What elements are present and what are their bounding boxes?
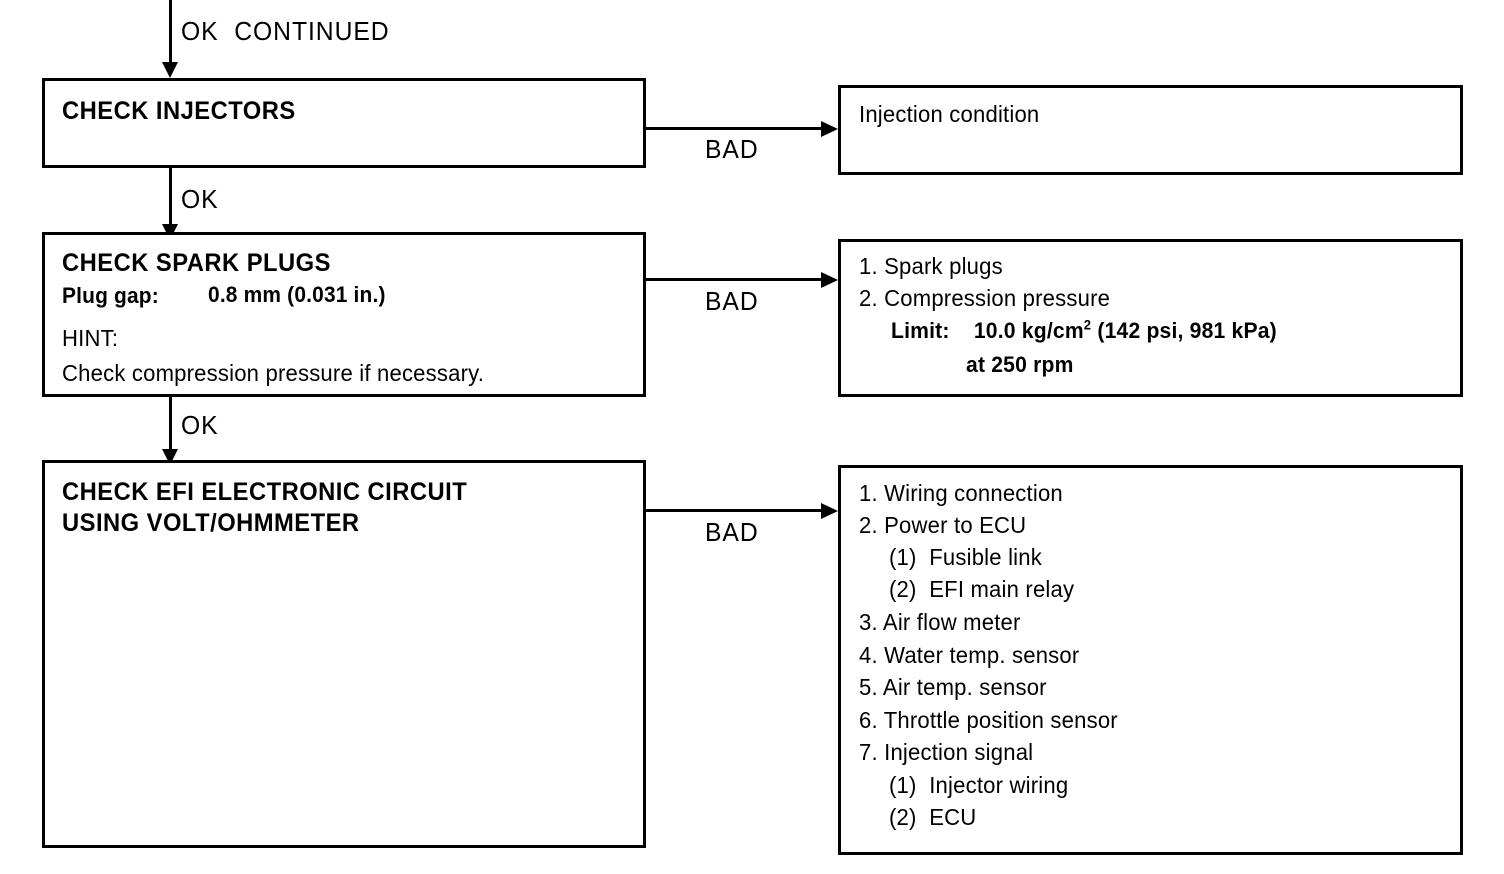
result-box-injection-condition[interactable]: Injection condition <box>838 85 1463 175</box>
result-line: Injection condition <box>859 101 1040 127</box>
result-line: 2. Compression pressure <box>859 285 1111 311</box>
result-line: at 250 rpm <box>966 352 1074 377</box>
step-box-check-injectors[interactable]: CHECK INJECTORS <box>42 78 646 168</box>
step-title-check-efi-circuit-line1: CHECK EFI ELECTRONIC CIRCUIT <box>62 478 468 506</box>
bad-edge-label-3: BAD <box>705 517 759 547</box>
ok-edge-label-1: OK <box>181 184 219 214</box>
step-title-check-efi-circuit-line2: USING VOLT/OHMMETER <box>62 509 360 537</box>
bad-connector-line-3 <box>646 509 824 512</box>
ok-connector-line-1 <box>169 168 172 240</box>
step-title-check-injectors: CHECK INJECTORS <box>62 97 296 125</box>
bad-edge-label-2: BAD <box>705 286 759 316</box>
ok-edge-label-2: OK <box>181 410 219 440</box>
limit-superscript: 2 <box>1083 317 1092 333</box>
bad-arrowhead-icon-2 <box>821 272 838 288</box>
bad-arrowhead-icon-3 <box>821 503 838 519</box>
bad-connector-line-1 <box>646 127 824 130</box>
bad-edge-label-1: BAD <box>705 134 759 164</box>
ok-connector-line-2 <box>169 397 172 465</box>
result-line: 2. Power to ECU <box>859 512 1027 538</box>
limit-text: Limit: 10.0 kg/cm <box>891 318 1084 343</box>
result-line: 3. Air flow meter <box>859 609 1021 635</box>
result-line: 6. Throttle position sensor <box>859 707 1118 733</box>
spark-plug-gap-value: 0.8 mm (0.031 in.) <box>208 282 386 307</box>
entry-edge-label: OK CONTINUED <box>181 16 390 46</box>
entry-connector-line <box>169 0 172 74</box>
result-line: 7. Injection signal <box>859 739 1034 765</box>
result-line: (1) Injector wiring <box>889 772 1069 798</box>
hint-label: HINT: <box>62 325 119 351</box>
result-line: 5. Air temp. sensor <box>859 674 1047 700</box>
result-line: (2) EFI main relay <box>889 576 1075 602</box>
result-line: 1. Wiring connection <box>859 480 1063 506</box>
spark-plug-gap-label: Plug gap: <box>62 283 159 308</box>
result-line-limit: Limit: 10.0 kg/cm2 (142 psi, 981 kPa) <box>891 317 1277 343</box>
result-line: 4. Water temp. sensor <box>859 642 1080 668</box>
result-box-spark-plug-results[interactable]: 1. Spark plugs 2. Compression pressure L… <box>838 239 1463 397</box>
limit-tail: (142 psi, 981 kPa) <box>1091 318 1277 343</box>
result-box-efi-circuit-results[interactable]: 1. Wiring connection 2. Power to ECU (1)… <box>838 465 1463 855</box>
hint-text: Check compression pressure if necessary. <box>62 360 485 386</box>
step-title-check-spark-plugs: CHECK SPARK PLUGS <box>62 249 331 277</box>
entry-arrowhead-icon <box>162 62 178 78</box>
result-line: (1) Fusible link <box>889 544 1042 570</box>
step-box-check-efi-circuit[interactable]: CHECK EFI ELECTRONIC CIRCUIT USING VOLT/… <box>42 460 646 848</box>
result-line: (2) ECU <box>889 804 977 830</box>
step-box-check-spark-plugs[interactable]: CHECK SPARK PLUGS Plug gap: 0.8 mm (0.03… <box>42 232 646 397</box>
bad-arrowhead-icon-1 <box>821 121 838 137</box>
bad-connector-line-2 <box>646 278 824 281</box>
result-line: 1. Spark plugs <box>859 253 1003 279</box>
